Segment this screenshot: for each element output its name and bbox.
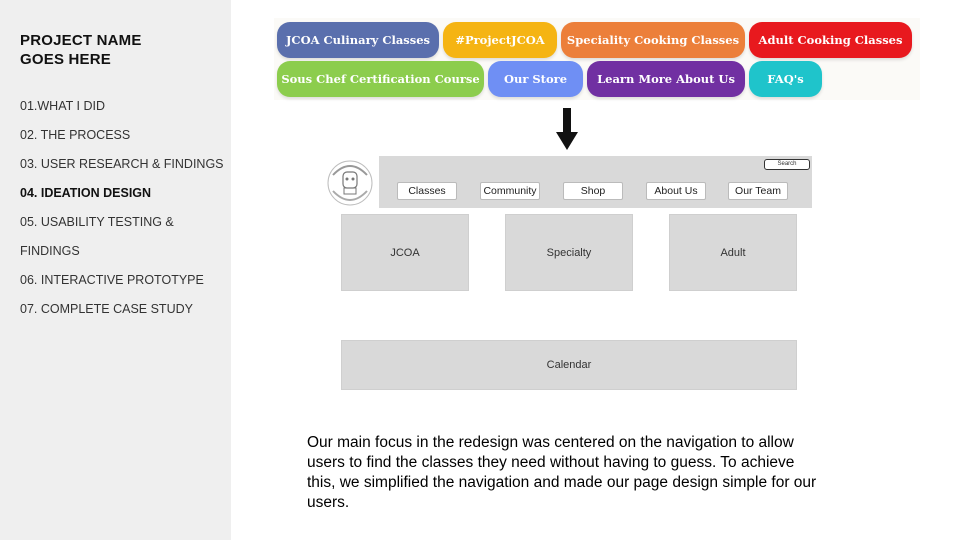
- wire-nav-classes[interactable]: Classes: [397, 182, 457, 200]
- sidebar-item-case-study[interactable]: 07. COMPLETE CASE STUDY: [20, 302, 193, 316]
- sidebar-item-usability-findings[interactable]: FINDINGS: [20, 244, 80, 258]
- project-title-line2: GOES HERE: [20, 51, 111, 68]
- sidebar-item-ideation-design[interactable]: 04. IDEATION DESIGN: [20, 186, 152, 200]
- pill-jcoa-culinary[interactable]: JCOA Culinary Classes: [277, 22, 439, 58]
- pill-adult-classes[interactable]: Adult Cooking Classes: [749, 22, 912, 58]
- wire-nav-community[interactable]: Community: [480, 182, 540, 200]
- pill-learn-more[interactable]: Learn More About Us: [587, 61, 745, 97]
- block-specialty[interactable]: Specialty: [505, 214, 633, 291]
- wire-nav-shop[interactable]: Shop: [563, 182, 623, 200]
- wire-nav-our-team[interactable]: Our Team: [728, 182, 788, 200]
- logo-icon: [321, 155, 379, 211]
- down-arrow-icon: [556, 108, 578, 150]
- sidebar-item-user-research[interactable]: 03. USER RESEARCH & FINDINGS: [20, 157, 224, 171]
- sidebar-item-prototype[interactable]: 06. INTERACTIVE PROTOTYPE: [20, 273, 204, 287]
- description-text: Our main focus in the redesign was cente…: [307, 434, 817, 511]
- search-box[interactable]: Search: [764, 159, 810, 170]
- pill-our-store[interactable]: Our Store: [488, 61, 583, 97]
- sidebar-item-usability-testing[interactable]: 05. USABILITY TESTING &: [20, 215, 174, 229]
- sidebar: PROJECT NAME GOES HERE 01.WHAT I DID 02.…: [0, 0, 231, 540]
- pill-speciality-classes[interactable]: Speciality Cooking Classes: [561, 22, 745, 58]
- pill-faqs[interactable]: FAQ's: [749, 61, 822, 97]
- pill-project-jcoa[interactable]: #ProjectJCOA: [443, 22, 557, 58]
- project-title: PROJECT NAME GOES HERE: [20, 31, 142, 69]
- block-jcoa[interactable]: JCOA: [341, 214, 469, 291]
- wire-nav-about-us[interactable]: About Us: [646, 182, 706, 200]
- sidebar-item-process[interactable]: 02. THE PROCESS: [20, 128, 131, 142]
- pill-sous-chef[interactable]: Sous Chef Certification Course: [277, 61, 484, 97]
- project-title-line1: PROJECT NAME: [20, 32, 142, 49]
- block-calendar[interactable]: Calendar: [341, 340, 797, 390]
- block-adult[interactable]: Adult: [669, 214, 797, 291]
- sidebar-item-what-i-did[interactable]: 01.WHAT I DID: [20, 99, 105, 113]
